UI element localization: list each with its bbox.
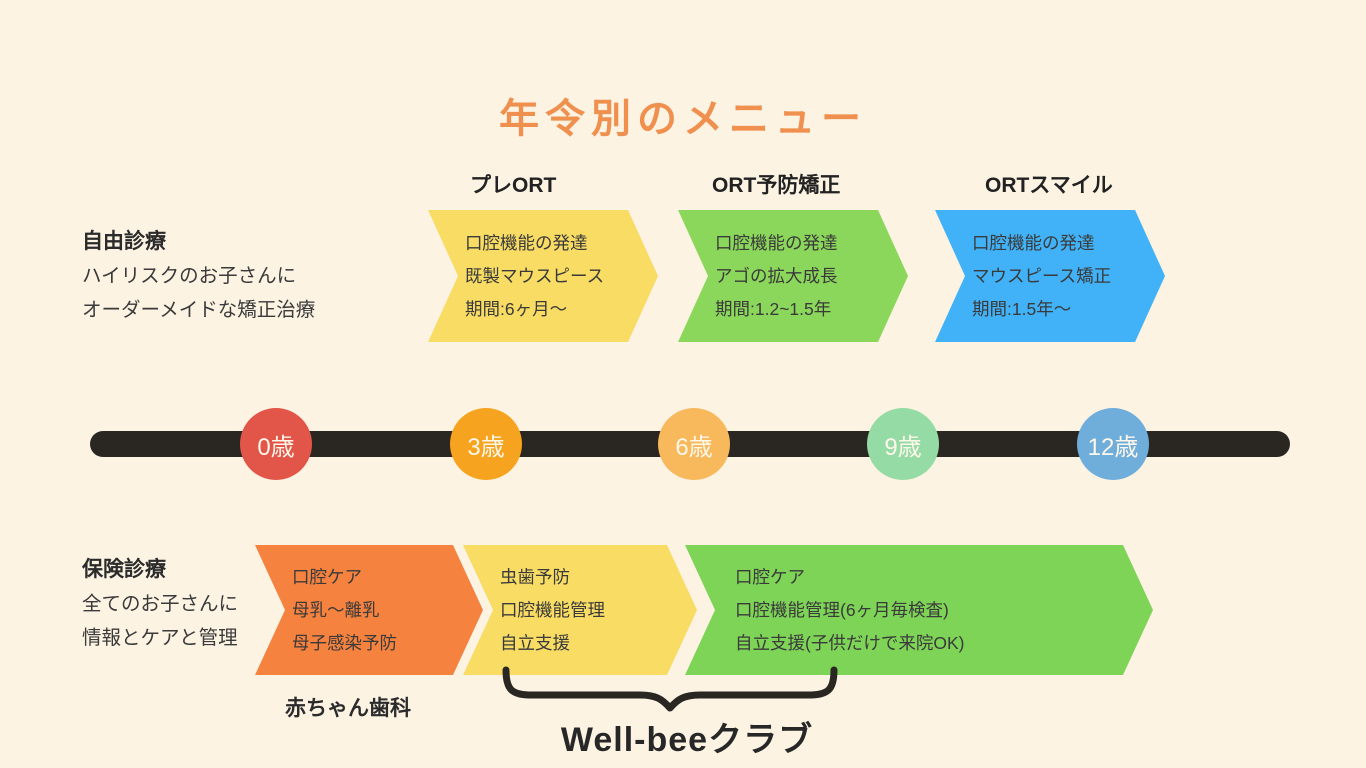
- private-care-description: 自由診療 ハイリスクのお子さんに オーダーメイドな矯正治療: [82, 225, 382, 327]
- label-pre-ort: プレORT: [470, 174, 557, 197]
- wellbee-club-label: Well-beeクラブ: [560, 721, 814, 759]
- arrow-school-care: 口腔ケア 口腔機能管理(6ヶ月毎検査) 自立支援(子供だけで来院OK): [685, 545, 1153, 675]
- page-title: 年令別のメニュー: [499, 97, 867, 141]
- timeline-age-0: 0歳: [240, 408, 312, 480]
- arrow-text-line: 口腔ケア: [735, 566, 805, 587]
- arrow-text-line: 母子感染予防: [292, 632, 397, 653]
- timeline-age-9: 9歳: [867, 408, 939, 480]
- arrow-text-line: 既製マウスピース: [465, 265, 605, 286]
- wellbee-brace: [502, 666, 838, 712]
- arrow-text-line: 口腔機能の発達: [715, 232, 838, 253]
- timeline-age-9-label: 9歳: [884, 433, 922, 461]
- insurance-care-line1: 全てのお子さんに: [82, 593, 239, 615]
- insurance-care-line2: 情報とケアと管理: [82, 627, 238, 649]
- arrow-text-line: 虫歯予防: [500, 566, 570, 587]
- arrow-text-line: 口腔機能の発達: [465, 232, 588, 253]
- arrow-text-line: 期間:1.5年〜: [972, 298, 1072, 319]
- private-care-line1: ハイリスクのお子さんに: [82, 265, 297, 287]
- baby-dental-label: 赤ちゃん歯科: [285, 697, 411, 720]
- label-ort-smile: ORTスマイル: [985, 174, 1113, 197]
- arrow-text-line: 期間:1.2~1.5年: [715, 298, 832, 319]
- arrow-ort-yobo-text: 口腔機能の発達 アゴの拡大成長 期間:1.2~1.5年: [678, 227, 838, 326]
- arrow-ort-smile-text: 口腔機能の発達 マウスピース矯正 期間:1.5年〜: [935, 227, 1111, 326]
- arrow-text-line: 母乳〜離乳: [292, 599, 380, 620]
- arrow-text-line: 口腔機能管理: [500, 599, 605, 620]
- arrow-text-line: 口腔機能管理(6ヶ月毎検査): [735, 599, 949, 620]
- arrow-baby-care-text: 口腔ケア 母乳〜離乳 母子感染予防: [255, 561, 397, 660]
- timeline-age-3: 3歳: [450, 408, 522, 480]
- arrow-pre-ort: 口腔機能の発達 既製マウスピース 期間:6ヶ月〜: [428, 210, 658, 342]
- timeline-age-6-label: 6歳: [675, 433, 713, 461]
- timeline-age-3-label: 3歳: [467, 433, 505, 461]
- arrow-baby-care: 口腔ケア 母乳〜離乳 母子感染予防: [255, 545, 483, 675]
- timeline-age-6: 6歳: [658, 408, 730, 480]
- insurance-care-heading: 保険診療: [82, 558, 166, 581]
- arrow-text-line: 自立支援(子供だけで来院OK): [735, 632, 965, 653]
- private-care-line2: オーダーメイドな矯正治療: [82, 299, 316, 321]
- timeline-age-12: 12歳: [1077, 408, 1149, 480]
- arrow-text-line: マウスピース矯正: [972, 265, 1112, 286]
- timeline-age-0-label: 0歳: [257, 433, 295, 461]
- arrow-pre-ort-text: 口腔機能の発達 既製マウスピース 期間:6ヶ月〜: [428, 227, 604, 326]
- arrow-ort-smile: 口腔機能の発達 マウスピース矯正 期間:1.5年〜: [935, 210, 1165, 342]
- arrow-text-line: 自立支援: [500, 632, 570, 653]
- arrow-child-care: 虫歯予防 口腔機能管理 自立支援: [463, 545, 697, 675]
- arrow-text-line: 口腔機能の発達: [972, 232, 1095, 253]
- arrow-text-line: 期間:6ヶ月〜: [465, 298, 568, 319]
- timeline-age-12-label: 12歳: [1087, 433, 1139, 461]
- arrow-child-care-text: 虫歯予防 口腔機能管理 自立支援: [463, 561, 605, 660]
- arrow-text-line: 口腔ケア: [292, 566, 362, 587]
- insurance-care-description: 保険診療 全てのお子さんに 情報とケアと管理: [82, 553, 382, 655]
- arrow-school-care-text: 口腔ケア 口腔機能管理(6ヶ月毎検査) 自立支援(子供だけで来院OK): [685, 561, 964, 660]
- private-care-heading: 自由診療: [82, 230, 166, 253]
- arrow-ort-yobo: 口腔機能の発達 アゴの拡大成長 期間:1.2~1.5年: [678, 210, 908, 342]
- arrow-text-line: アゴの拡大成長: [715, 265, 838, 286]
- label-ort-yobo: ORT予防矯正: [712, 174, 841, 197]
